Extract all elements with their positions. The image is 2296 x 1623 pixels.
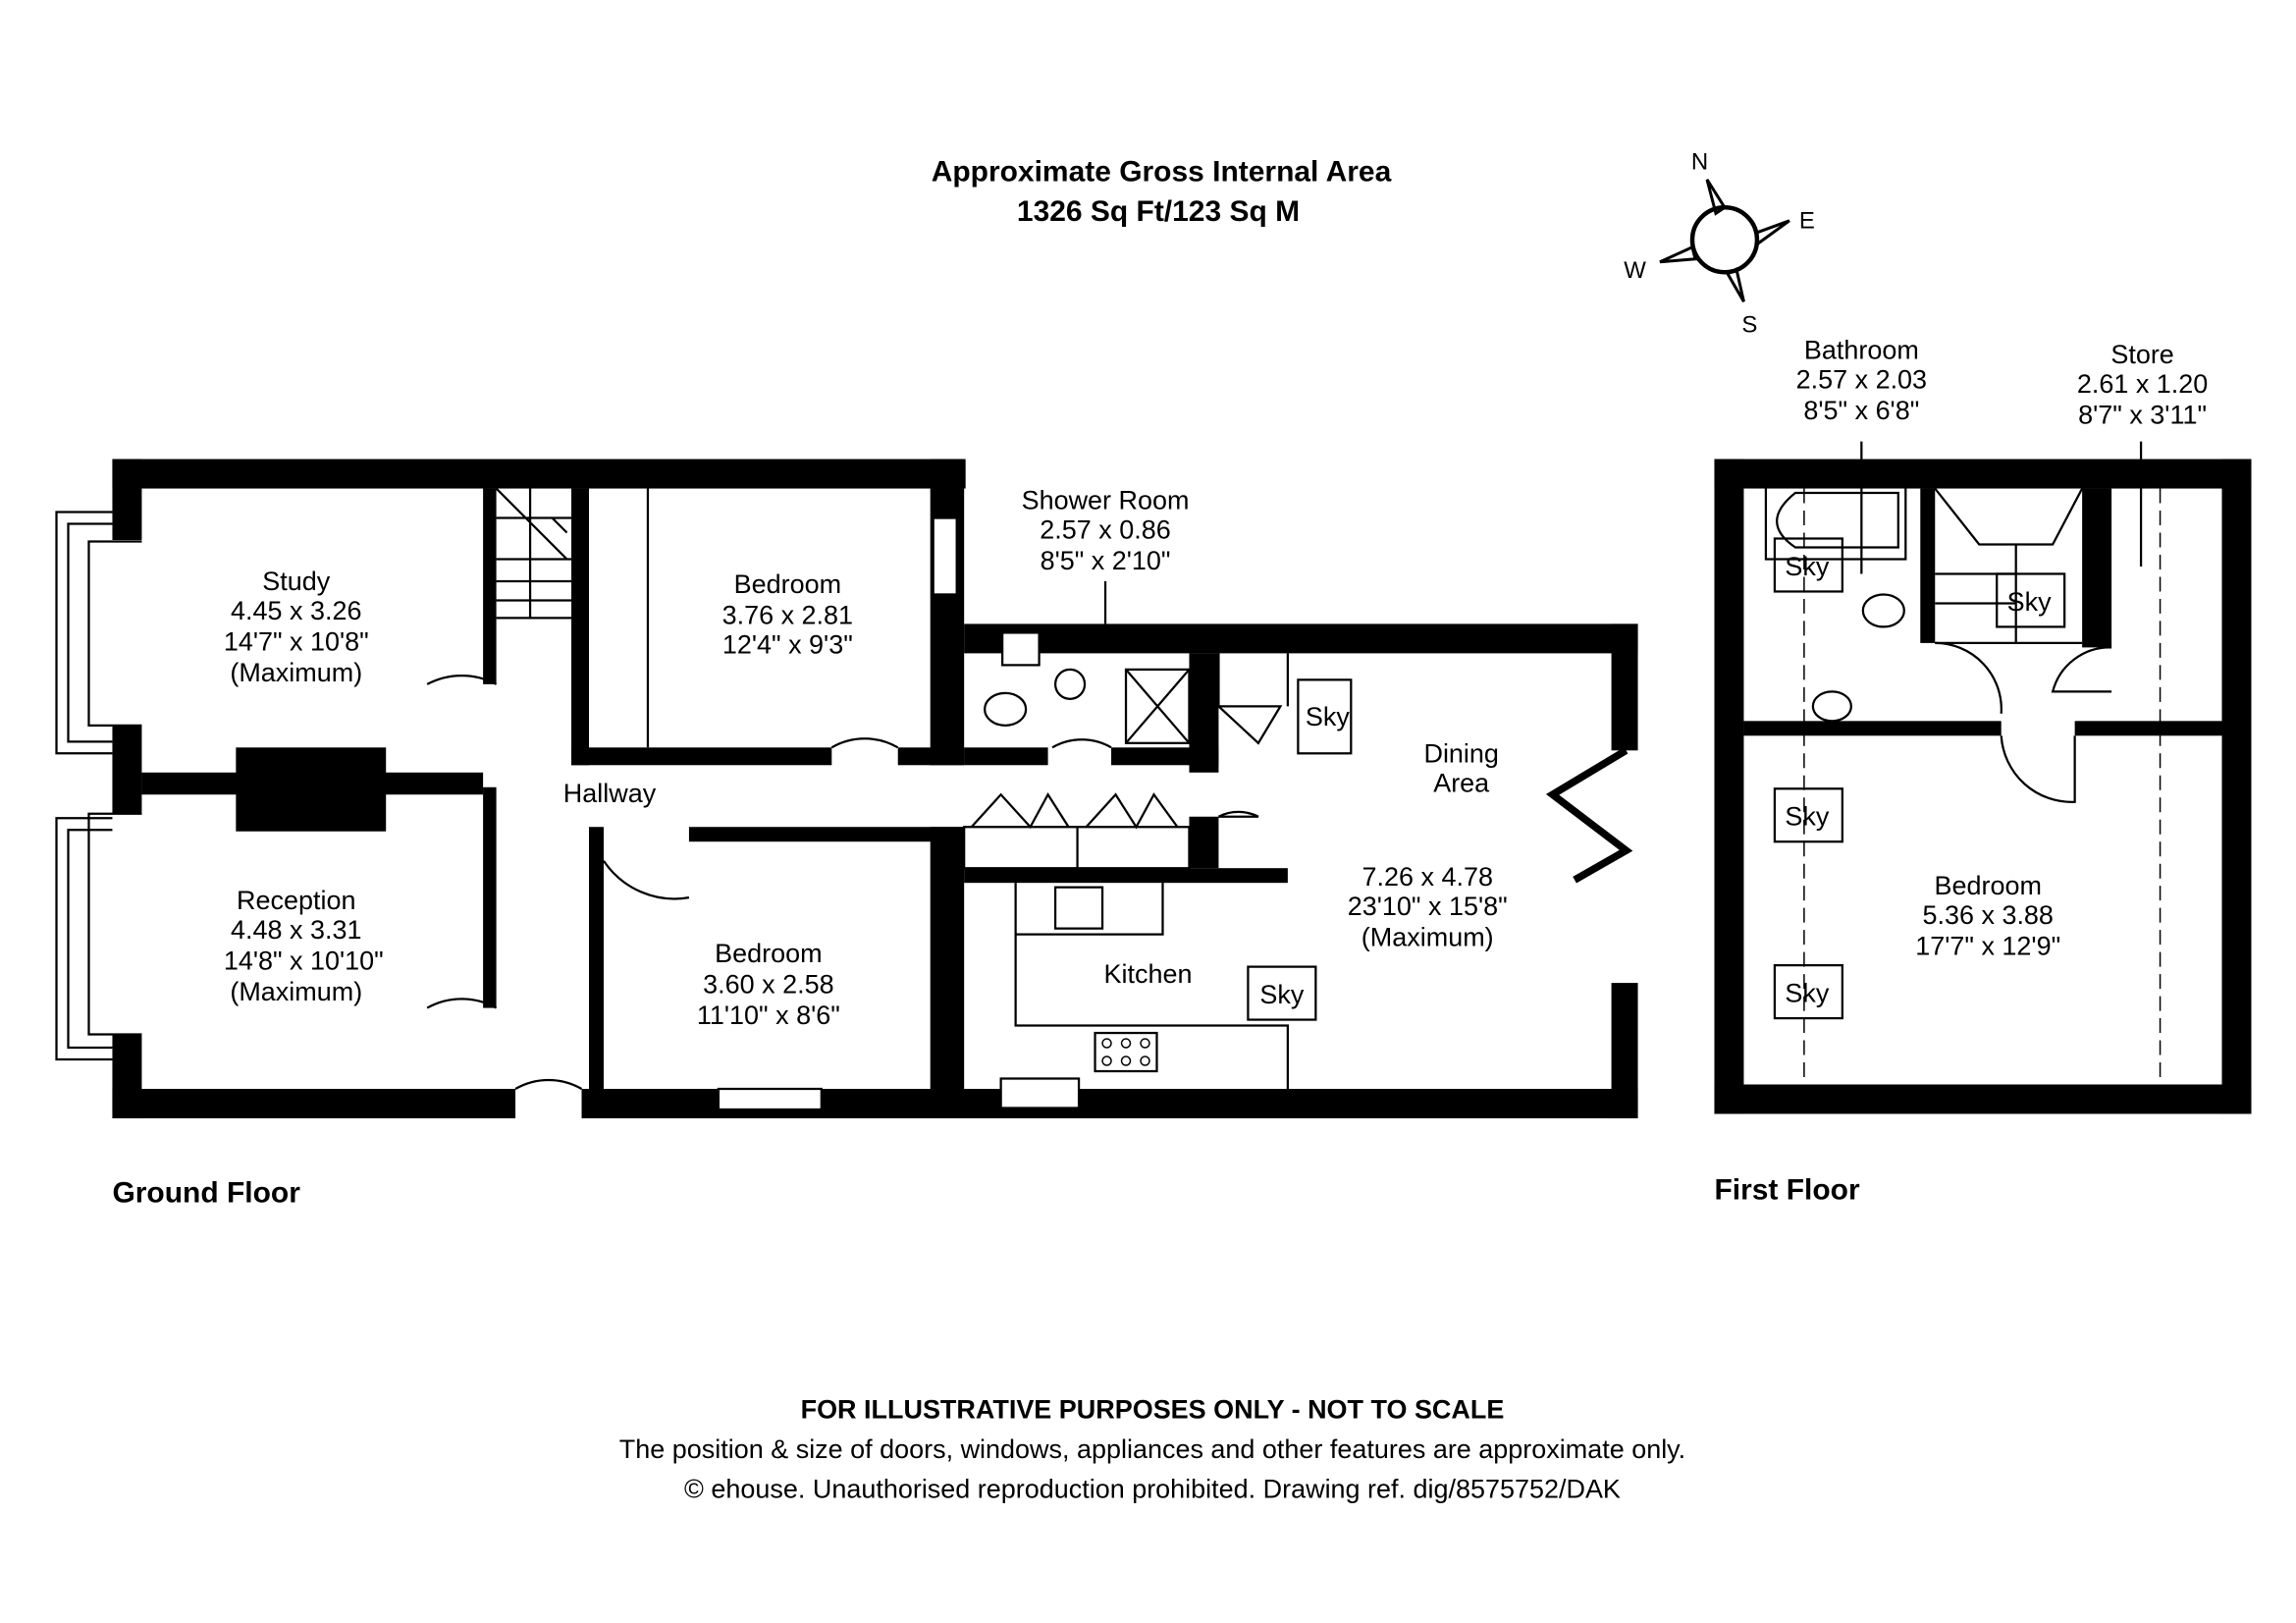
first-floor-label: First Floor [1714,1173,1860,1206]
svg-text:Bathroom: Bathroom [1804,336,1919,365]
svg-text:Bedroom: Bedroom [715,939,822,968]
svg-text:FOR ILLUSTRATIVE PURPOSES ONLY: FOR ILLUSTRATIVE PURPOSES ONLY - NOT TO … [801,1395,1505,1425]
room-study: Study 4.45 x 3.26 14'7" x 10'8" (Maximum… [224,567,369,687]
skylight-bedroom-lower: Sky [1773,963,1843,1020]
svg-text:Study: Study [262,567,330,596]
svg-text:Sky: Sky [1259,980,1304,1009]
svg-text:Area: Area [1433,768,1489,797]
svg-text:7.26 x 4.78: 7.26 x 4.78 [1362,862,1493,892]
skylight-kitchen: Sky [1247,965,1317,1021]
svg-text:Sky: Sky [2007,587,2052,617]
compass-icon: N E S W [1624,148,1815,338]
svg-text:8'5" x 2'10": 8'5" x 2'10" [1041,546,1171,575]
room-dining: Dining Area 7.26 x 4.78 23'10" x 15'8" (… [1348,738,1508,951]
svg-text:5.36 x 3.88: 5.36 x 3.88 [1922,900,2053,930]
svg-text:11'10" x 8'6": 11'10" x 8'6" [697,1001,840,1030]
svg-text:2.57 x 0.86: 2.57 x 0.86 [1040,515,1170,545]
svg-text:Store: Store [2110,340,2173,369]
skylight-stairs: Sky [1996,572,2066,628]
title-line2: 1326 Sq Ft/123 Sq M [1017,195,1300,228]
svg-text:2.57 x 2.03: 2.57 x 2.03 [1796,365,1927,395]
compass-w: W [1624,257,1646,284]
room-bathroom: Bathroom 2.57 x 2.03 8'5" x 6'8" [1796,336,1927,425]
room-bedroom-3: Bedroom 5.36 x 3.88 17'7" x 12'9" [1915,871,2060,960]
room-reception: Reception 4.48 x 3.31 14'8" x 10'10" (Ma… [224,886,384,1006]
svg-text:4.48 x 3.31: 4.48 x 3.31 [231,915,361,945]
svg-text:17'7" x 12'9": 17'7" x 12'9" [1915,932,2060,961]
room-shower: Shower Room 2.57 x 0.86 8'5" x 2'10" [1022,486,1190,624]
room-kitchen: Kitchen [1104,959,1193,989]
svg-text:Shower Room: Shower Room [1022,486,1190,515]
svg-text:3.60 x 2.58: 3.60 x 2.58 [703,970,833,1000]
ground-floor-walls [55,459,1638,1118]
svg-text:Bedroom: Bedroom [734,569,841,599]
svg-text:14'8" x 10'10": 14'8" x 10'10" [224,947,384,976]
svg-text:(Maximum): (Maximum) [230,658,362,687]
svg-text:4.45 x 3.26: 4.45 x 3.26 [231,596,361,625]
svg-text:Sky: Sky [1785,802,1829,832]
skylight-dining: Sky [1297,678,1353,755]
ground-floor-label: Ground Floor [112,1176,300,1209]
footer: FOR ILLUSTRATIVE PURPOSES ONLY - NOT TO … [619,1395,1685,1504]
compass-n: N [1691,148,1708,175]
svg-text:14'7" x 10'8": 14'7" x 10'8" [224,626,369,656]
svg-text:Sky: Sky [1785,979,1829,1008]
skylight-bathroom: Sky [1773,537,1843,593]
room-bedroom-2: Bedroom 3.60 x 2.58 11'10" x 8'6" [697,939,840,1030]
room-store: Store 2.61 x 1.20 8'7" x 3'11" [2077,340,2208,429]
svg-text:8'7" x 3'11": 8'7" x 3'11" [2078,401,2207,430]
room-hallway: Hallway [563,779,657,808]
svg-text:The position & size of doors,: The position & size of doors, windows, a… [619,1434,1685,1464]
hob-icon [1101,1038,1150,1066]
compass-s: S [1741,312,1757,339]
svg-text:Sky: Sky [1306,702,1350,731]
skylight-bedroom-upper: Sky [1773,787,1843,843]
svg-text:3.76 x 2.81: 3.76 x 2.81 [722,600,853,629]
svg-text:Reception: Reception [237,886,355,915]
title-line1: Approximate Gross Internal Area [932,155,1392,188]
svg-text:23'10" x 15'8": 23'10" x 15'8" [1348,892,1508,921]
svg-text:(Maximum): (Maximum) [1362,923,1494,952]
svg-text:Dining: Dining [1423,738,1498,768]
svg-text:8'5" x 6'8": 8'5" x 6'8" [1803,396,1919,425]
svg-text:2.61 x 1.20: 2.61 x 1.20 [2077,369,2208,399]
svg-text:© ehouse. Unauthorised reprodu: © ehouse. Unauthorised reproduction proh… [684,1475,1621,1504]
svg-text:12'4" x 9'3": 12'4" x 9'3" [722,629,853,659]
svg-text:Sky: Sky [1785,552,1829,581]
room-bedroom-1: Bedroom 3.76 x 2.81 12'4" x 9'3" [722,569,853,659]
svg-text:Bedroom: Bedroom [1935,871,2042,900]
compass-e: E [1799,207,1815,234]
svg-text:(Maximum): (Maximum) [230,977,362,1006]
first-floor-walls [1714,441,2252,1114]
